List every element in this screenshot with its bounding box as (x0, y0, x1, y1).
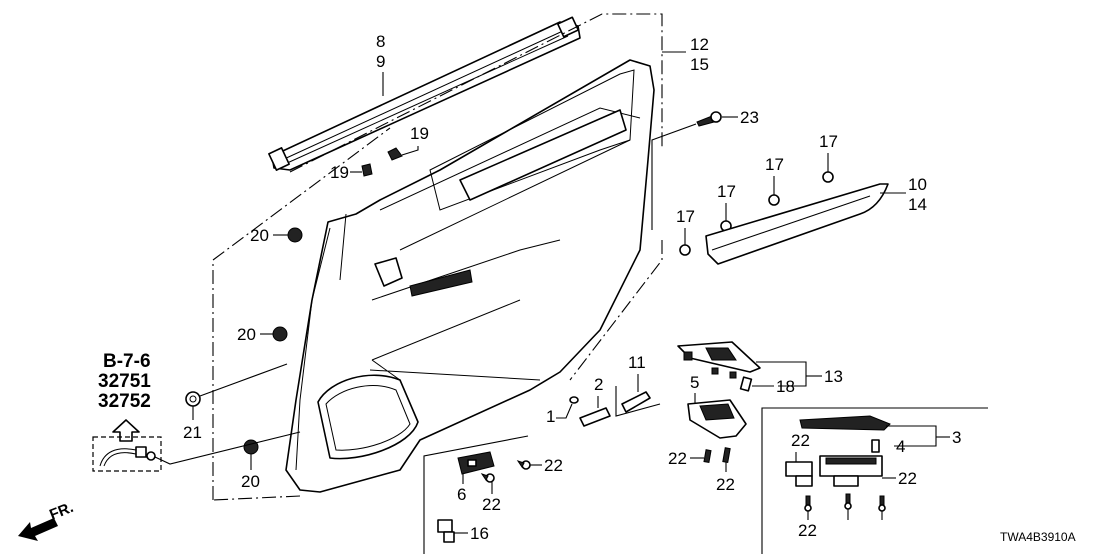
part-screw-22-g[interactable] (878, 495, 886, 512)
inset-frame-center (423, 435, 529, 554)
callout-13: 13 (824, 367, 843, 386)
callout-22-a: 22 (668, 449, 687, 468)
callout-16: 3 (952, 428, 961, 447)
callout-18-lower: 4 (896, 437, 905, 456)
callout-8: 8 (376, 32, 385, 51)
callout-17-a: 17 (676, 207, 695, 226)
callout-15: 15 (690, 55, 709, 74)
part-switch-panel-13[interactable] (677, 341, 761, 379)
callout-5: 5 (690, 373, 699, 392)
part-clip-17-c[interactable] (768, 194, 780, 206)
part-switch-3[interactable] (785, 461, 813, 487)
callout-21: 21 (183, 423, 202, 442)
callout-4: 22 (898, 469, 917, 488)
part-screw-22-f[interactable] (844, 493, 852, 510)
callout-23: 23 (740, 108, 759, 127)
callout-19-lower: 19 (330, 163, 349, 182)
part-garnish-10-14[interactable] (705, 183, 889, 265)
part-clip-17-d[interactable] (822, 171, 834, 183)
callout-6: 16 (470, 524, 489, 543)
callout-20-upper: 20 (250, 226, 269, 245)
part-switch-5[interactable] (687, 399, 747, 439)
part-screw-23[interactable] (696, 111, 722, 127)
callout-9: 9 (376, 52, 385, 71)
part-1[interactable] (569, 396, 579, 404)
front-direction-arrow-icon (18, 518, 58, 541)
leader-19-upper (401, 146, 419, 156)
callout-14: 14 (908, 195, 927, 214)
callout-10: 10 (908, 175, 927, 194)
part-switch-panel-16[interactable] (799, 415, 891, 431)
up-arrow-icon (112, 419, 140, 442)
part-clip-19-lower[interactable] (361, 163, 373, 177)
callout-18-upper: 18 (776, 377, 795, 396)
part-clip-20-upper[interactable] (287, 227, 303, 243)
part-switch-4[interactable] (819, 455, 883, 487)
part-switch-7[interactable] (457, 451, 495, 475)
callout-19-upper: 19 (410, 124, 429, 143)
part-11[interactable] (621, 391, 651, 413)
leader-13 (756, 361, 807, 387)
part-clip-20-middle[interactable] (272, 326, 288, 342)
reference-line-3[interactable]: 32752 (98, 391, 151, 412)
callout-22-d: 22 (544, 456, 563, 475)
leader-16 (886, 425, 937, 447)
callout-22-b: 22 (716, 475, 735, 494)
reference-line-1[interactable]: B-7-6 (103, 351, 151, 372)
part-clip-17-a[interactable] (679, 244, 691, 256)
part-clip-21[interactable] (185, 391, 201, 407)
callout-2: 2 (594, 375, 603, 394)
part-clip-19-upper[interactable] (387, 147, 403, 161)
part-switch-6[interactable] (437, 519, 455, 543)
leader-21-panel (199, 363, 288, 397)
part-2[interactable] (579, 407, 611, 427)
callout-20-lower: 20 (241, 472, 260, 491)
callout-12: 12 (690, 35, 709, 54)
part-screw-22-d[interactable] (516, 460, 531, 470)
part-clip-18-lower[interactable] (871, 439, 880, 453)
assembly-outline (212, 13, 663, 501)
part-screw-22-c[interactable] (480, 473, 495, 483)
callout-3: 22 (791, 431, 810, 450)
part-screw-22-e[interactable] (804, 495, 812, 512)
callout-22-e: 22 (798, 521, 817, 540)
callout-17-c: 17 (765, 155, 784, 174)
part-clip-20-lower[interactable] (243, 439, 259, 455)
part-clip-18-upper[interactable] (739, 376, 753, 392)
reference-dashed-box (92, 436, 162, 472)
callout-17-d: 17 (819, 132, 838, 151)
part-door-lining[interactable] (285, 59, 655, 493)
leader-23-panel (651, 123, 697, 230)
part-harness-connector (99, 446, 156, 467)
part-screw-22-b[interactable] (722, 447, 731, 463)
reference-line-2[interactable]: 32751 (98, 371, 151, 392)
callout-7: 6 (457, 485, 466, 504)
bracket-11 (615, 386, 661, 417)
callout-20-middle: 20 (237, 325, 256, 344)
part-screw-22-a[interactable] (703, 449, 712, 464)
callout-1: 1 (546, 407, 555, 426)
inset-frame-right (761, 407, 988, 554)
direction-label: FR. (47, 499, 76, 524)
leader-1 (556, 403, 573, 419)
callout-22-c: 22 (482, 495, 501, 514)
callout-11: 11 (628, 353, 646, 372)
callout-17-b: 17 (717, 182, 736, 201)
part-window-molding[interactable] (268, 16, 581, 171)
diagram-code: TWA4B3910A (1000, 530, 1076, 544)
leader-reference (154, 431, 301, 465)
